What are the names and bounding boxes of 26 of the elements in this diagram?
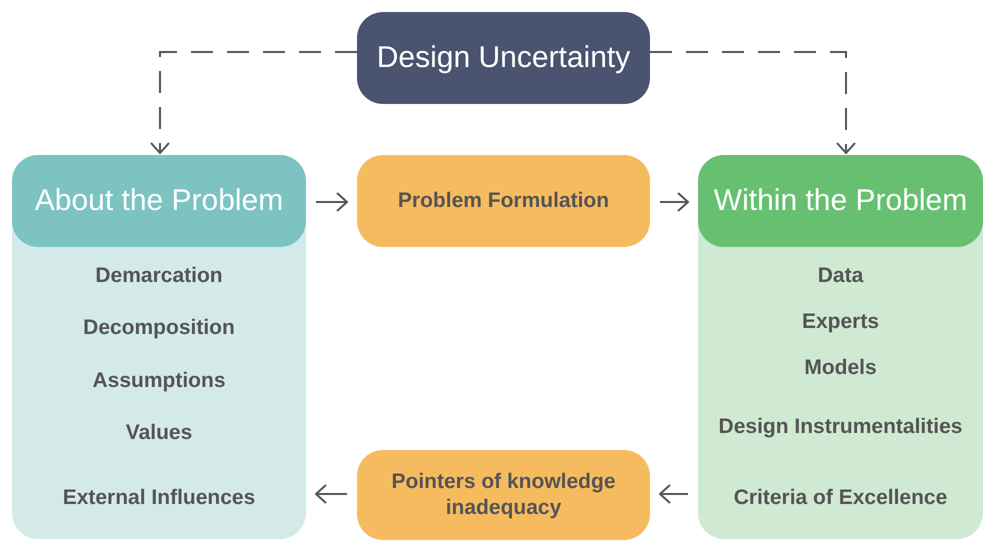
step-label: Pointers of knowledge inadequacy — [390, 469, 617, 521]
arrow — [316, 192, 348, 212]
list-item: Decomposition — [83, 314, 235, 340]
panel-heading: Within the Problem — [714, 184, 968, 218]
step-label: Problem Formulation — [398, 188, 610, 214]
title-box — [357, 12, 650, 104]
list-item: Design Instrumentalities — [718, 414, 962, 438]
panel-heading: About the Problem — [34, 184, 284, 218]
arrow — [660, 192, 689, 212]
arrow — [659, 484, 688, 504]
title-text: Design Uncertainty — [376, 40, 630, 76]
list-item: Models — [804, 354, 877, 380]
list-item: Criteria of Excellence — [734, 484, 948, 510]
arrow — [315, 484, 347, 504]
process-box — [357, 450, 650, 540]
list-item: Data — [818, 262, 864, 288]
list-item: Experts — [802, 308, 880, 334]
list-item: Values — [126, 420, 192, 444]
process-box — [357, 155, 650, 247]
arrow — [650, 51, 856, 154]
list-item: External Influences — [62, 484, 256, 510]
list-item: Demarcation — [95, 262, 223, 288]
arrow — [150, 51, 357, 154]
category-panel — [12, 155, 306, 539]
list-item: Assumptions — [92, 368, 226, 392]
category-panel — [698, 155, 983, 539]
